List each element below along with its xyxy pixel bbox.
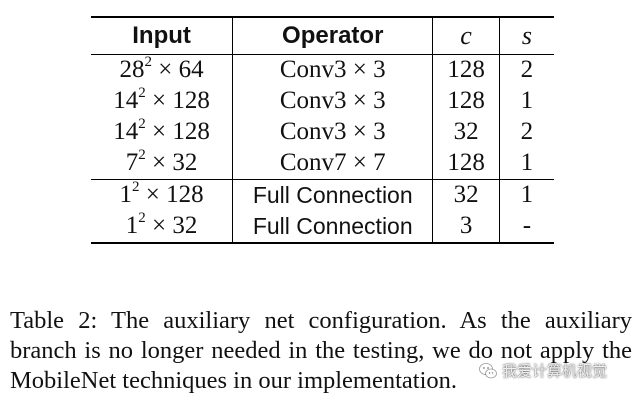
table-row: 142 × 128 Conv3 × 3 128 1 [91, 85, 554, 117]
s-cell: - [499, 211, 554, 244]
c-cell: 32 [432, 117, 500, 148]
s-cell: 1 [499, 179, 554, 211]
watermark: 我爱计算机视觉 [478, 360, 607, 381]
table-caption: Table 2: The auxiliary net configuration… [10, 307, 632, 394]
operator-cell: Conv3 × 3 [232, 54, 434, 86]
operator-cell: Conv3 × 3 [232, 117, 434, 148]
table-header-row: Input Operator c s [91, 17, 554, 55]
input-cell: 72 × 32 [91, 147, 234, 180]
s-cell: 2 [520, 56, 534, 83]
input-cell: 12 × 32 [91, 210, 234, 244]
wechat-icon [479, 362, 497, 378]
header-input: Input [91, 17, 234, 55]
s-cell: 1 [520, 87, 534, 114]
table-row: 282 × 64 Conv3 × 3 128 2 [91, 54, 554, 86]
header-s: s [521, 21, 532, 50]
c-cell: 128 [432, 54, 500, 86]
s-cell: 2 [520, 118, 534, 145]
c-cell: 128 [432, 148, 500, 180]
watermark-text: 我爱计算机视觉 [502, 362, 608, 380]
input-cell: 142 × 128 [91, 85, 234, 117]
c-cell: 3 [432, 211, 500, 244]
header-operator: Operator [232, 17, 434, 55]
c-cell: 32 [432, 179, 500, 211]
table-row: 72 × 32 Conv7 × 7 128 1 [91, 147, 554, 180]
operator-cell: Full Connection [232, 179, 434, 211]
input-cell: 142 × 128 [91, 116, 234, 148]
header-c: c [432, 17, 500, 55]
table-row: 142 × 128 Conv3 × 3 32 2 [91, 116, 554, 148]
input-cell: 12 × 128 [91, 179, 234, 211]
auxiliary-net-table: Input Operator c s 282 × 64 Conv3 × 3 12… [91, 16, 554, 244]
s-cell: 1 [520, 149, 534, 176]
operator-cell: Conv3 × 3 [232, 86, 434, 117]
table-row: 12 × 128 Full Connection 32 1 [91, 179, 554, 211]
operator-cell: Full Connection [232, 211, 434, 244]
input-cell: 282 × 64 [91, 54, 234, 86]
auxiliary-net-table-container: Input Operator c s 282 × 64 Conv3 × 3 12… [91, 16, 554, 244]
operator-cell: Conv7 × 7 [232, 148, 434, 180]
table-row: 12 × 32 Full Connection 3 - [91, 210, 554, 244]
c-cell: 128 [432, 86, 500, 117]
